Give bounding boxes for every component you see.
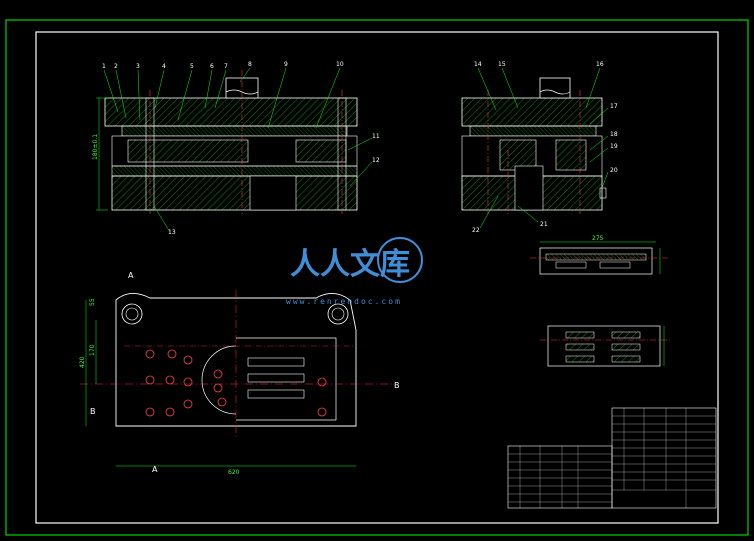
section-marker-a-top: A bbox=[128, 271, 134, 280]
plan-mid-dim: 170 bbox=[89, 344, 96, 356]
part-label-17: 17 bbox=[610, 103, 618, 110]
part-label-20: 20 bbox=[610, 167, 618, 174]
strip-layout: 275 bbox=[530, 235, 672, 367]
parts-list-table bbox=[507, 407, 717, 509]
part-label-11: 11 bbox=[372, 133, 380, 140]
part-label-6: 6 bbox=[210, 63, 214, 70]
plan-width-dim: 620 bbox=[228, 469, 240, 476]
section-marker-a-bottom: A bbox=[152, 465, 158, 474]
section-marker-b-left: B bbox=[90, 407, 96, 416]
strip-width-dim: 275 bbox=[592, 235, 604, 242]
part-label-13: 13 bbox=[168, 229, 176, 236]
watermark-url: www.renrendoc.com bbox=[286, 297, 402, 306]
part-label-22: 22 bbox=[472, 227, 480, 234]
plan-view: 620 420 170 55 A A B B bbox=[79, 271, 400, 476]
part-label-19: 19 bbox=[610, 143, 618, 150]
watermark-text: 人人文库 bbox=[290, 247, 410, 282]
part-label-15: 15 bbox=[498, 61, 506, 68]
section-marker-b-right: B bbox=[394, 381, 400, 390]
part-label-3: 3 bbox=[136, 63, 140, 70]
watermark: 人人文库 www.renrendoc.com bbox=[286, 237, 423, 306]
plan-top-dim: 55 bbox=[89, 298, 96, 306]
part-label-14: 14 bbox=[474, 61, 482, 68]
part-label-8: 8 bbox=[248, 61, 252, 68]
side-section-view: 14 15 16 17 18 19 20 21 22 bbox=[461, 61, 618, 234]
front-section-view: 180±0.1 1 2 3 4 5 6 7 8 9 10 11 12 13 bbox=[92, 61, 380, 236]
outer-frame bbox=[5, 19, 749, 536]
part-label-16: 16 bbox=[596, 61, 604, 68]
part-label-12: 12 bbox=[372, 157, 380, 164]
part-label-4: 4 bbox=[162, 63, 166, 70]
part-label-21: 21 bbox=[540, 221, 548, 228]
part-label-7: 7 bbox=[224, 63, 228, 70]
plan-height-dim: 420 bbox=[79, 356, 86, 368]
part-label-1: 1 bbox=[102, 63, 106, 70]
part-label-2: 2 bbox=[114, 63, 118, 70]
part-label-9: 9 bbox=[284, 61, 288, 68]
part-label-18: 18 bbox=[610, 131, 618, 138]
left-height-dim: 180±0.1 bbox=[92, 134, 99, 160]
inner-frame bbox=[35, 31, 719, 524]
part-label-10: 10 bbox=[336, 61, 344, 68]
part-label-5: 5 bbox=[190, 63, 194, 70]
